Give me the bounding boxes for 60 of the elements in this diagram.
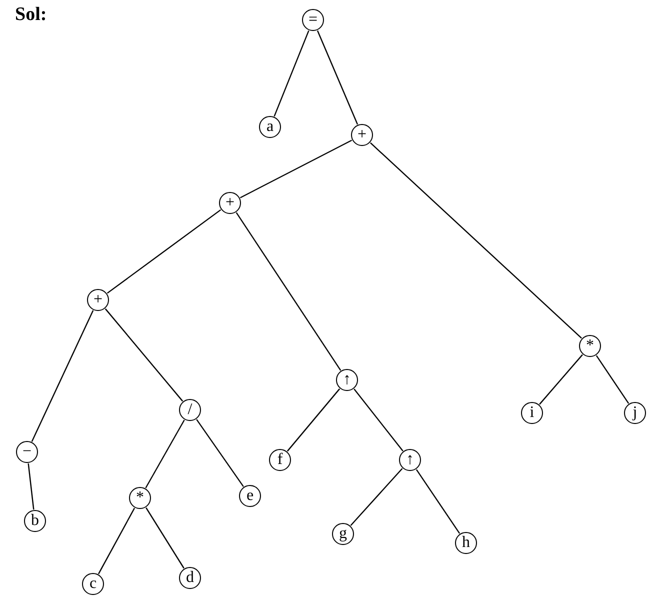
tree-node-circle [259,116,281,138]
node-symbol: + [93,292,103,308]
node-symbol: h [462,535,470,551]
node-symbol: g [339,526,347,542]
tree-edge [370,142,582,339]
node-symbol: i [530,405,534,421]
node-symbol: f [277,452,283,468]
tree-node-circle [219,192,241,214]
tree-edge [274,30,310,117]
node-symbol: * [136,490,144,506]
node-symbol: d [186,570,194,586]
tree-node-circle [302,9,324,31]
node-symbol: + [357,127,367,143]
tree-edge [236,212,342,371]
node-symbol: ↑ [406,452,414,468]
tree-edge [196,419,244,487]
tree-node-circle [579,335,601,357]
tree-node-circle [455,532,477,554]
node-symbol: + [225,195,235,211]
tree-edge [354,388,404,452]
tree-edge [316,30,358,125]
node-symbol: / [188,402,192,418]
tree-edge [98,508,136,574]
tree-node-circle [332,523,354,545]
tree-edge [596,355,630,404]
tree-node-circle [179,399,201,421]
tree-node-circle [624,402,646,424]
tree-edge [240,140,352,198]
tree-node-circle [239,485,261,507]
solution-heading: Sol: [15,4,47,26]
tree-edge [539,354,583,405]
node-symbol: a [266,119,274,135]
tree-node-circle [351,124,373,146]
tree-node-circle [336,369,358,391]
node-symbol: b [31,513,39,529]
node-symbol: j [632,405,638,421]
tree-edge [104,308,184,402]
tree-edge [106,209,222,294]
node-symbol: e [246,488,254,504]
node-symbol: c [89,576,97,592]
tree-edge [416,469,460,534]
tree-node-circle [87,289,109,311]
tree-node-circle [521,402,543,424]
tree-node-circle [179,567,201,589]
tree-edge [145,420,185,488]
node-symbol: ↑ [343,372,351,388]
tree-node-circle [129,487,151,509]
tree-node-circle [399,449,421,471]
tree-node-circle [24,510,46,532]
node-symbol: − [22,444,32,460]
tree-edge [350,468,403,526]
node-symbol: = [308,12,318,28]
tree-node-circle [82,573,104,595]
tree-edge [286,388,340,452]
tree-edge [146,507,184,569]
node-symbol: * [586,338,594,354]
tree-edge [28,463,34,510]
tree-node-circle [269,449,291,471]
tree-node-circle [16,441,38,463]
tree-edge [31,310,94,442]
